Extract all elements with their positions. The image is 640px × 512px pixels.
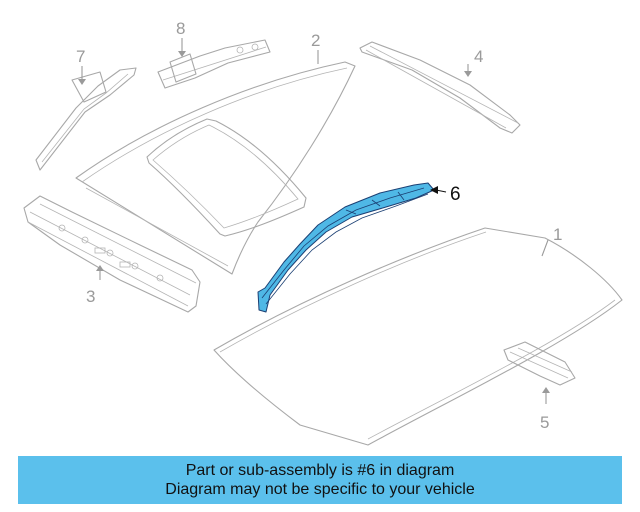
info-banner: Part or sub-assembly is #6 in diagram Di…	[18, 456, 622, 504]
banner-line-part-number: Part or sub-assembly is #6 in diagram	[185, 462, 455, 479]
part-1-roof-outer-panel	[213, 227, 623, 446]
callout-8: 8	[176, 19, 185, 38]
callout-6: 6	[450, 184, 461, 205]
part-5-rail	[503, 341, 576, 404]
part-3-front-header	[23, 195, 201, 313]
part-2-roof-panel	[75, 61, 356, 275]
callout-4: 4	[474, 47, 483, 66]
callout-2: 2	[311, 31, 320, 50]
part-6-roof-rail-highlighted	[257, 182, 447, 313]
callout-3: 3	[86, 287, 95, 306]
part-4-rear-rail	[359, 41, 521, 134]
parts-diagram: 1 2 3 4 5 6 7 8	[23, 19, 623, 446]
banner-line-disclaimer: Diagram may not be specific to your vehi…	[165, 481, 475, 498]
leader-1	[541, 239, 549, 257]
callout-1: 1	[553, 225, 562, 244]
callout-7: 7	[76, 47, 85, 66]
callout-5: 5	[540, 413, 549, 432]
part-8-bracket	[157, 38, 271, 89]
part-7-pillar-trim	[35, 66, 137, 171]
